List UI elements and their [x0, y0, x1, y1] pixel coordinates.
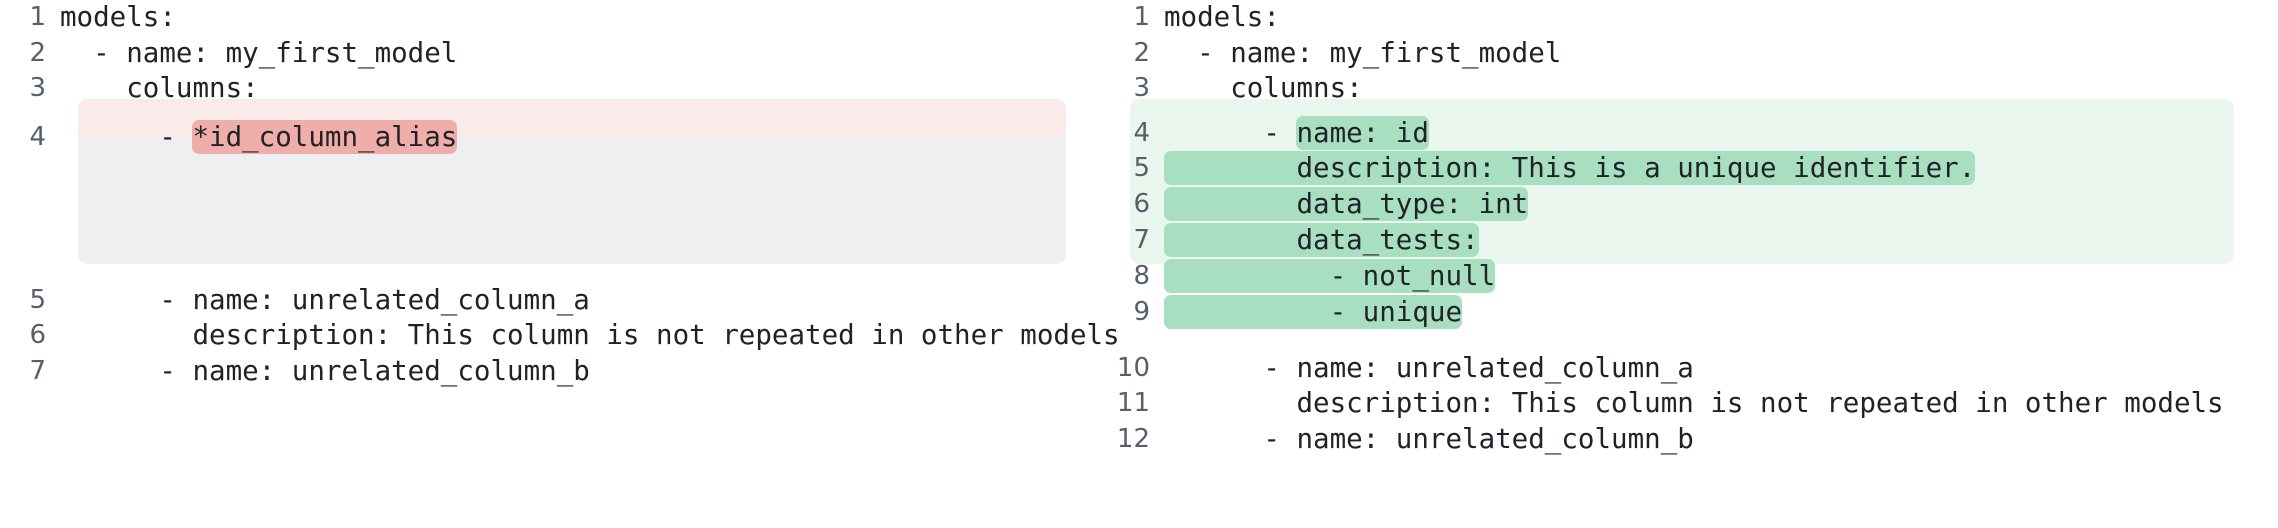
line-number: 7: [29, 355, 46, 386]
line-indent: -: [60, 120, 193, 153]
code-line-removed: 4 - *id_column_alias: [12, 118, 1104, 158]
diff-panel-before: 1 models: 2 - name: my_first_model 3 col…: [0, 0, 1119, 528]
line-number: 8: [1133, 260, 1150, 291]
line-text: - name: unrelated_column_a: [60, 283, 590, 316]
line-text: - name: unrelated_column_b: [1164, 422, 1694, 455]
code-block-after[interactable]: 1 models: 2 - name: my_first_model 3 col…: [1104, 0, 2278, 458]
line-number: 7: [1133, 224, 1150, 255]
code-line-added: 8 - not_null: [1116, 258, 2278, 295]
line-number: 1: [1133, 2, 1150, 32]
removed-token: *id_column_alias: [192, 119, 458, 154]
code-line: 10 - name: unrelated_column_a: [1116, 351, 2278, 387]
line-number: 2: [29, 37, 46, 68]
line-indent: -: [1164, 117, 1297, 150]
line-number: 12: [1116, 423, 1150, 454]
line-text: - unique: [1150, 294, 1463, 331]
line-number: 1: [29, 2, 46, 32]
line-text: description: This column is not repeated…: [1164, 387, 2224, 420]
line-text: data_tests:: [1150, 222, 1479, 259]
added-token: data_type: int: [1164, 186, 1529, 221]
code-block-before[interactable]: 1 models: 2 - name: my_first_model 3 col…: [0, 0, 1119, 390]
code-line: 2 - name: my_first_model: [1116, 36, 2278, 72]
line-text: description: This is a unique identifier…: [1150, 150, 1976, 187]
line-text: columns:: [1164, 72, 1363, 105]
line-number: 4: [29, 121, 46, 152]
line-text: - name: unrelated_column_b: [60, 354, 590, 387]
line-number: 5: [29, 284, 46, 315]
line-number: 3: [29, 73, 46, 104]
added-token: - unique: [1164, 294, 1463, 329]
code-line-added: 6 data_type: int: [1116, 186, 2278, 223]
code-line: 11 description: This column is not repea…: [1116, 386, 2278, 422]
line-number: 6: [1133, 188, 1150, 219]
removed-gap-space: [12, 158, 1104, 283]
added-token: name: id: [1296, 116, 1429, 151]
line-number: 10: [1116, 352, 1150, 383]
line-text: - name: unrelated_column_a: [1164, 351, 1694, 384]
code-line: 3 columns:: [1116, 71, 2278, 107]
line-text: description: This column is not repeated…: [60, 319, 1120, 352]
added-token: data_tests:: [1164, 222, 1479, 257]
line-text: - *id_column_alias: [46, 119, 458, 156]
line-text: - name: my_first_model: [60, 36, 458, 69]
line-text: - name: my_first_model: [1164, 36, 1562, 69]
diff-gap-filler: [78, 139, 1066, 264]
code-line: 3 columns:: [12, 71, 1104, 107]
line-number: 2: [1133, 37, 1150, 68]
line-number: 6: [29, 320, 46, 351]
code-line: 1 models:: [12, 0, 1104, 36]
code-line-added: 7 data_tests:: [1116, 222, 2278, 259]
code-line-added: 5 description: This is a unique identifi…: [1116, 150, 2278, 187]
line-text: data_type: int: [1150, 186, 1529, 223]
line-number: 4: [1133, 118, 1150, 149]
diff-panel-after: 1 models: 2 - name: my_first_model 3 col…: [1104, 0, 2278, 528]
code-line: 2 - name: my_first_model: [12, 36, 1104, 72]
code-line: 1 models:: [1116, 0, 2278, 36]
line-text: models:: [60, 1, 176, 33]
line-number: 3: [1133, 73, 1150, 104]
code-line: 6 description: This column is not repeat…: [12, 318, 1119, 354]
line-number: 5: [1133, 152, 1150, 183]
line-text: - name: id: [1150, 116, 1429, 152]
line-number: 9: [1133, 296, 1150, 327]
line-text: models:: [1164, 1, 1280, 33]
line-number: 11: [1116, 388, 1150, 419]
code-line: 5 - name: unrelated_column_a: [12, 283, 1104, 319]
code-line-added: 9 - unique: [1116, 294, 2278, 331]
added-token: description: This is a unique identifier…: [1164, 150, 1976, 185]
added-token: - not_null: [1164, 258, 1496, 293]
line-gap: [1116, 331, 2278, 351]
code-line: 12 - name: unrelated_column_b: [1116, 422, 2278, 458]
code-line-added: 4 - name: id: [1116, 116, 2278, 152]
line-text: columns:: [60, 72, 259, 105]
line-gap: [12, 107, 1104, 118]
code-line: 7 - name: unrelated_column_b: [12, 354, 1104, 390]
line-text: - not_null: [1150, 258, 1496, 295]
